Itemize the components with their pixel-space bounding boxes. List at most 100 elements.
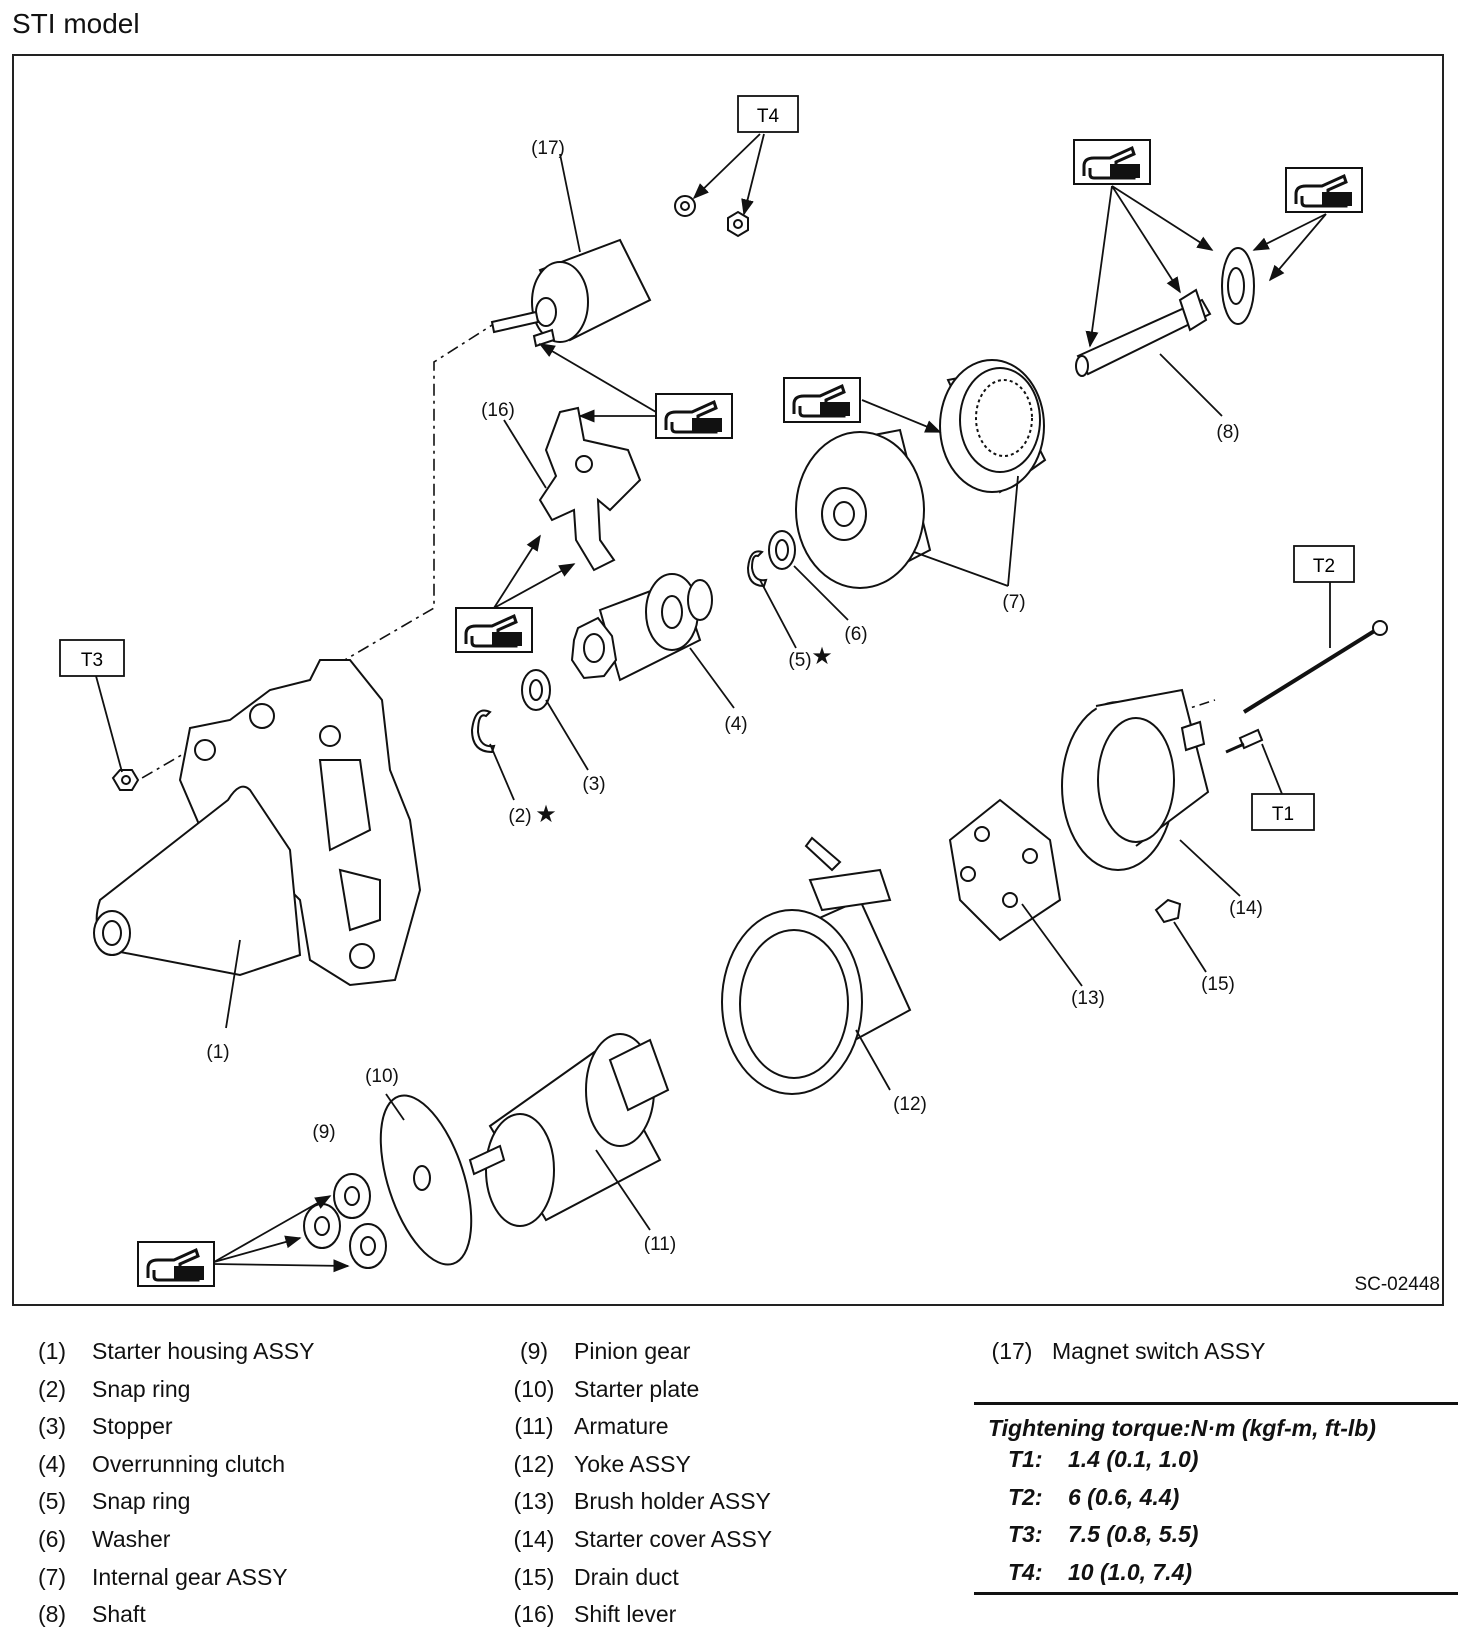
grease-application-icon — [654, 392, 734, 440]
t4-tag: T4 — [737, 95, 799, 133]
shift-lever-part — [538, 406, 642, 572]
magnet-switch-part — [490, 195, 749, 348]
legend-number: (8) — [37, 1601, 67, 1628]
torque-value: 1.4 (0.1, 1.0) — [1068, 1446, 1199, 1472]
legend-name: Washer — [92, 1525, 171, 1552]
torque-row: T2: 6 (0.6, 4.4) — [974, 1484, 1458, 1522]
callout-10: (10) — [365, 1066, 399, 1087]
pinion-gears-part — [303, 1173, 387, 1269]
callout-14: (14) — [1229, 898, 1263, 919]
legend-name: Overrunning clutch — [92, 1450, 286, 1477]
yoke-part — [721, 836, 912, 1095]
grease-application-icon — [1284, 166, 1364, 214]
legend-name: Shaft — [92, 1601, 146, 1628]
torque-value: 7.5 (0.8, 5.5) — [1068, 1521, 1199, 1548]
callout-12: (12) — [893, 1094, 927, 1115]
star-icon: ★ — [535, 801, 557, 828]
legend-number: (4) — [37, 1450, 67, 1477]
callout-2: (2) — [508, 806, 531, 827]
shaft-part — [1075, 247, 1255, 377]
exploded-view-diagram: T4 T2 T3 T1 — [59, 95, 1388, 1288]
brush-holder-part — [948, 798, 1062, 942]
torque-title: Tightening torque:N·m (kgf-m, ft-lb) — [988, 1415, 1376, 1441]
legend-number: (5) — [37, 1488, 67, 1515]
legend-name: Armature — [574, 1413, 669, 1440]
drain-duct-part — [1154, 898, 1182, 924]
legend-name: Snap ring — [92, 1375, 191, 1402]
t2-tag-text: T2 — [1313, 556, 1335, 577]
legend-name: Stopper — [92, 1413, 173, 1440]
t3-nut — [111, 769, 140, 791]
legend-number: (13) — [513, 1488, 555, 1515]
torque-id: T1: — [1008, 1446, 1043, 1472]
legend-name: Shift lever — [574, 1601, 677, 1628]
legend-name: Internal gear ASSY — [92, 1563, 288, 1590]
legend-name: Snap ring — [92, 1488, 191, 1515]
washer-part — [768, 530, 796, 570]
center-line-cover — [1089, 699, 1216, 741]
legend-number: (16) — [513, 1601, 555, 1628]
legend-number: (6) — [37, 1525, 67, 1552]
t4-tag-text: T4 — [757, 106, 780, 127]
torque-top-rule — [974, 1402, 1458, 1405]
torque-value: 10 (1.0, 7.4) — [1068, 1558, 1193, 1585]
grease-application-icon — [454, 606, 534, 654]
callout-6: (6) — [844, 624, 867, 645]
arrows-and-leaders — [95, 133, 1331, 1273]
t1-screw — [1225, 728, 1264, 754]
t3-tag: T3 — [59, 639, 125, 677]
grease-application-icon — [782, 376, 862, 424]
grease-application-icon — [1072, 138, 1152, 186]
legend-number: (3) — [37, 1413, 67, 1440]
legend-number: (14) — [513, 1525, 555, 1552]
torque-row: T3: 7.5 (0.8, 5.5) — [974, 1521, 1458, 1559]
legend-name: Drain duct — [574, 1563, 679, 1590]
grease-application-icon — [136, 1240, 216, 1288]
legend-name: Starter housing ASSY — [92, 1338, 315, 1364]
callout-8: (8) — [1216, 422, 1239, 443]
legend-number: (15) — [513, 1563, 555, 1590]
armature-part — [468, 1033, 670, 1227]
callout-3: (3) — [582, 774, 605, 795]
callout-1: (1) — [206, 1042, 229, 1063]
torque-bottom-rule — [974, 1592, 1458, 1595]
legend-number: (9) — [519, 1338, 549, 1364]
starter-housing-part — [93, 659, 422, 987]
torque-row: T4: 10 (1.0, 7.4) — [974, 1559, 1458, 1597]
star-icon: ★ — [811, 643, 833, 670]
callout-15: (15) — [1201, 974, 1235, 995]
callout-5: (5) — [788, 650, 811, 671]
legend-number: (10) — [513, 1375, 555, 1402]
legend-name: Brush holder ASSY — [574, 1488, 771, 1515]
stopper-part — [521, 669, 551, 711]
callout-16: (16) — [481, 400, 515, 421]
page-title: STI model — [12, 8, 140, 39]
callout-13: (13) — [1071, 988, 1105, 1009]
torque-value: 6 (0.6, 4.4) — [1068, 1483, 1180, 1510]
overrunning-clutch-part — [570, 573, 713, 682]
torque-id: T4: — [1008, 1558, 1043, 1585]
snap-ring-2-part — [470, 709, 496, 754]
legend-name: Magnet switch ASSY — [1052, 1338, 1266, 1364]
t2-bolt — [1242, 620, 1388, 714]
figure-code: SC-02448 — [1354, 1274, 1440, 1295]
callout-9: (9) — [312, 1122, 335, 1143]
legend-name: Yoke ASSY — [574, 1450, 691, 1477]
legend-number: (11) — [514, 1413, 554, 1440]
t2-tag: T2 — [1293, 545, 1355, 583]
legend-name: Pinion gear — [574, 1338, 691, 1364]
callout-7: (7) — [1002, 592, 1025, 613]
legend-number: (12) — [513, 1450, 555, 1477]
legend-name: Starter cover ASSY — [574, 1525, 773, 1552]
callout-4: (4) — [724, 714, 747, 735]
starter-cover-part — [1061, 688, 1210, 871]
callout-17: (17) — [531, 138, 565, 159]
legend-name: Starter plate — [574, 1375, 700, 1402]
torque-id: T2: — [1008, 1483, 1043, 1510]
torque-id: T3: — [1008, 1521, 1043, 1548]
t1-tag: T1 — [1251, 793, 1315, 831]
legend-number: (17) — [991, 1338, 1033, 1364]
diagram-frame — [12, 54, 1444, 1306]
tightening-torque-table: Tightening torque:N·m (kgf-m, ft-lb) T1:… — [974, 1402, 1458, 1596]
legend-number: (2) — [37, 1375, 67, 1402]
